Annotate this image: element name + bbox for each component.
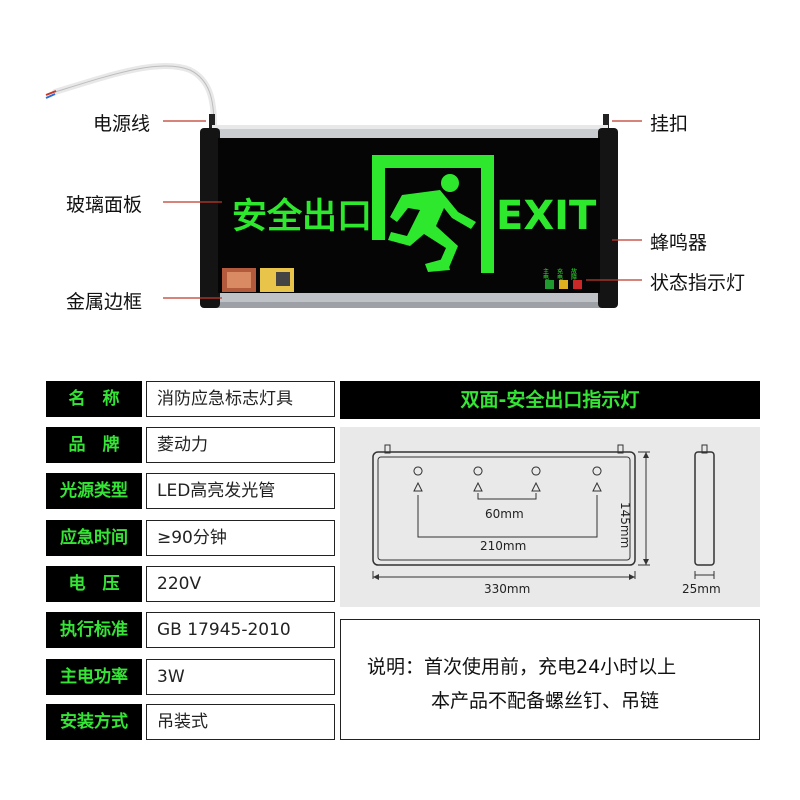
spec-key: 应急时间 [46, 520, 142, 556]
callout-metal-frame: 金属边框 [66, 291, 143, 313]
sign-text-cn: 安全出口 [232, 196, 372, 237]
spec-value: 菱动力 [146, 427, 335, 463]
spec-row-light-source: 光源类型 LED高亮发光管 [46, 473, 335, 509]
note-box: 说明：首次使用前，充电24小时以上 本产品不配备螺丝钉、吊链 [340, 619, 760, 740]
spec-key: 安装方式 [46, 704, 142, 740]
note-line-2: 本产品不配备螺丝钉、吊链 [431, 690, 660, 712]
spec-value: 吊装式 [146, 704, 335, 740]
spec-row-voltage: 电 压 220V [46, 566, 335, 602]
spec-value: ≥90分钟 [146, 520, 335, 556]
dim-label-330mm: 330mm [484, 582, 531, 596]
spec-value: LED高亮发光管 [146, 473, 335, 509]
spec-value: 220V [146, 566, 335, 602]
end-cap-left [200, 128, 220, 308]
front-outline [372, 451, 636, 566]
spec-row-installation: 安装方式 吊装式 [46, 704, 335, 740]
callout-buzzer: 蜂鸣器 [650, 232, 708, 254]
side-outline [694, 451, 715, 566]
callout-hanger: 挂扣 [650, 113, 689, 135]
end-cap-right [598, 128, 618, 308]
hanger-right [603, 114, 609, 128]
dim-label-25mm: 25mm [682, 582, 721, 596]
spec-key: 光源类型 [46, 473, 142, 509]
diagram-title: 双面-安全出口指示灯 [340, 381, 760, 419]
indicator-label-charge: 充电 [556, 267, 563, 280]
dimension-drawing [372, 444, 715, 580]
indicator-label-fault: 故障 [570, 267, 577, 281]
status-light-red [573, 280, 582, 289]
spec-key: 品 牌 [46, 427, 142, 463]
note-line-1: 说明：首次使用前，充电24小时以上 [367, 656, 677, 678]
callout-status-light: 状态指示灯 [650, 272, 746, 294]
spec-row-standard: 执行标准 GB 17945-2010 [46, 612, 335, 648]
spec-value: 3W [146, 659, 335, 695]
spec-value: GB 17945-2010 [146, 612, 335, 648]
sign-text-en: EXIT [496, 193, 597, 239]
running-man-icon [372, 155, 494, 273]
spec-row-name: 名 称 消防应急标志灯具 [46, 381, 335, 417]
spec-key: 主电功率 [46, 659, 142, 695]
dim-label-145mm: 145mm [618, 502, 632, 549]
product-illustration: 安全出口 EXIT 主电 充电 故障 [45, 62, 642, 308]
spec-row-emergency-time: 应急时间 ≥90分钟 [46, 520, 335, 556]
dim-label-60mm: 60mm [485, 507, 524, 521]
dimension-diagram: 60mm 210mm 330mm 145mm 25mm [340, 427, 760, 607]
status-light-green [545, 280, 554, 289]
spec-key: 名 称 [46, 381, 142, 417]
callout-glass-panel: 玻璃面板 [66, 194, 143, 216]
spec-row-brand: 品 牌 菱动力 [46, 427, 335, 463]
hanger-left [209, 114, 215, 128]
status-light-yellow [559, 280, 568, 289]
spec-key: 电 压 [46, 566, 142, 602]
callout-power-cord: 电源线 [93, 113, 151, 135]
spec-value: 消防应急标志灯具 [146, 381, 335, 417]
dim-label-210mm: 210mm [480, 539, 527, 553]
spec-row-power: 主电功率 3W [46, 659, 335, 695]
indicator-label-main: 主电 [542, 267, 549, 280]
spec-key: 执行标准 [46, 612, 142, 648]
